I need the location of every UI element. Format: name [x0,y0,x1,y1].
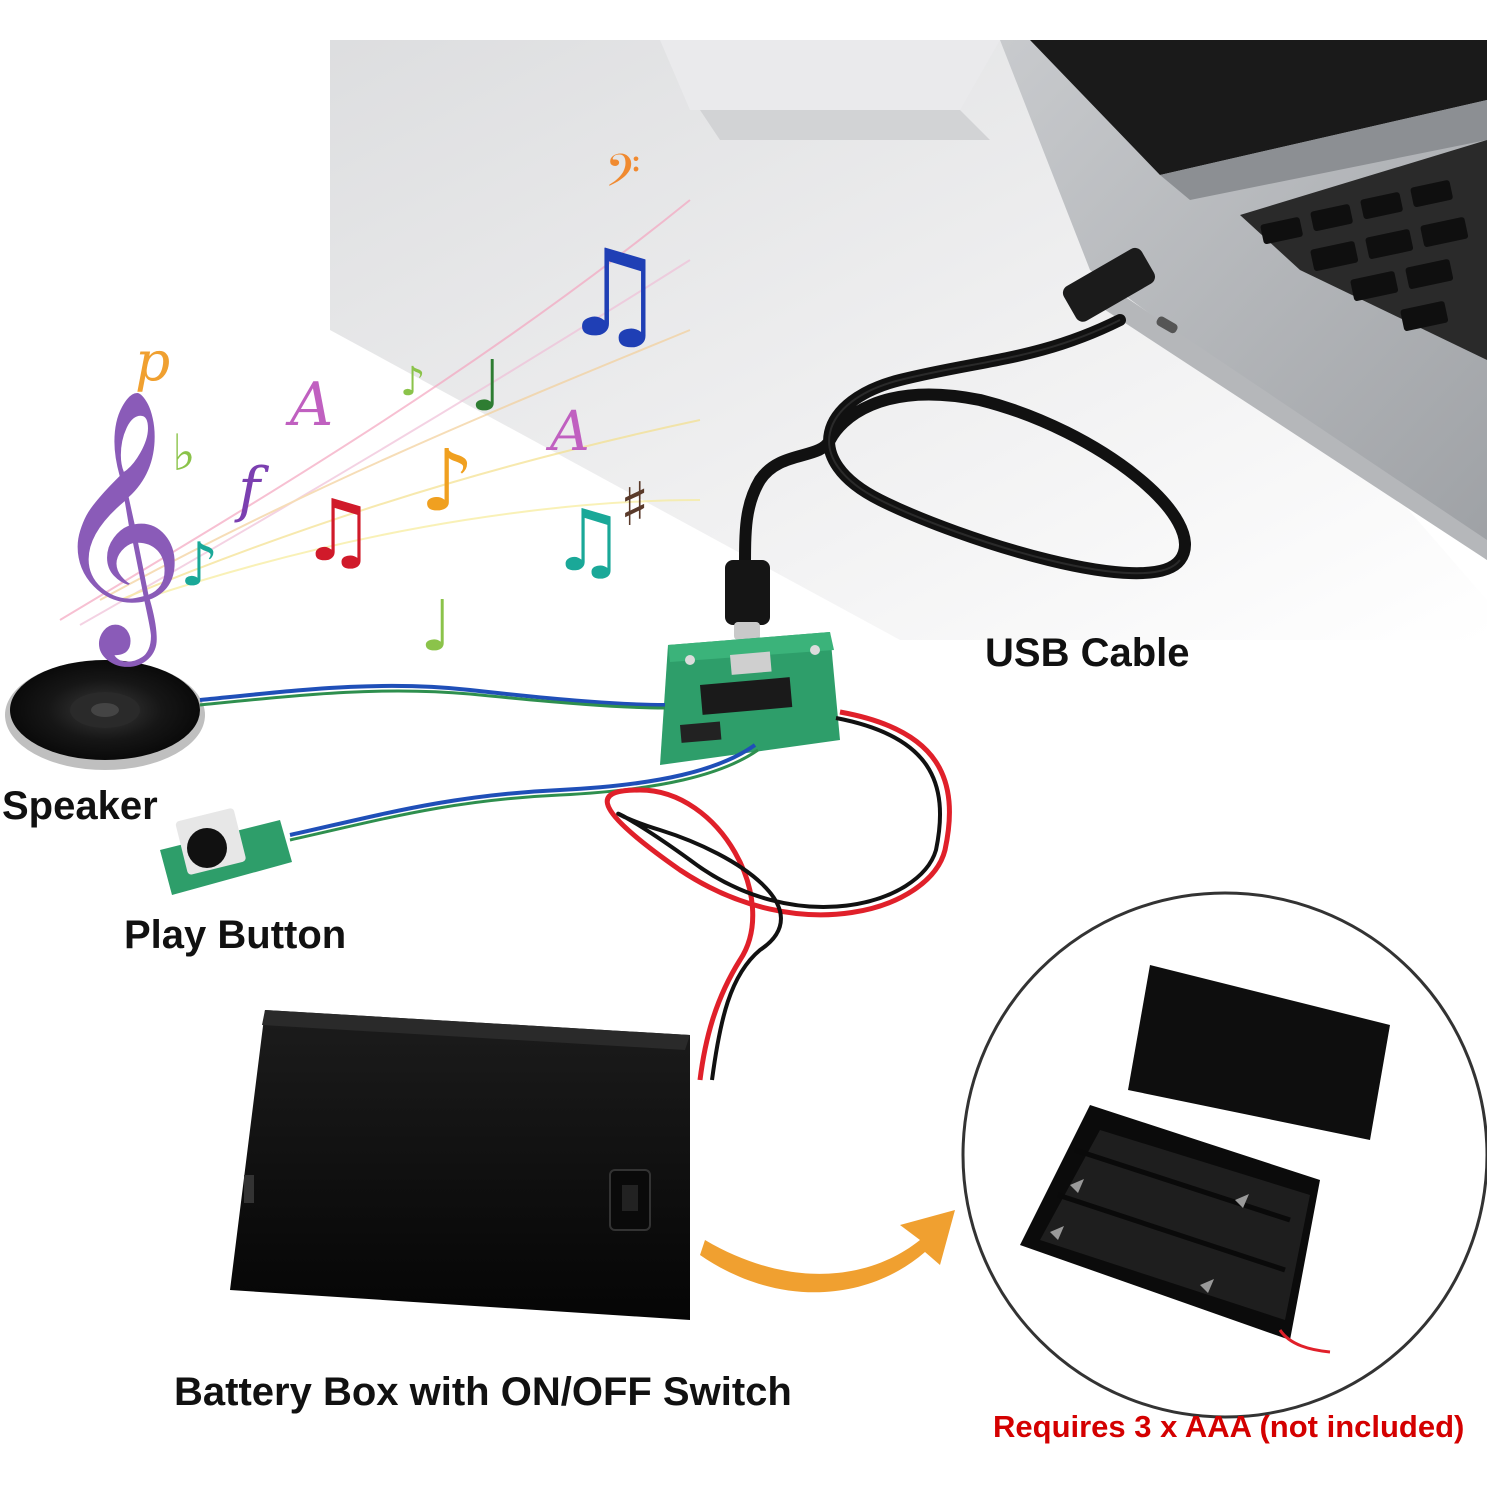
music-note-icon: ♫ [550,492,626,591]
battery-box [230,1010,690,1320]
laptop [1000,40,1487,560]
music-note-icon: ♪ [400,359,426,405]
music-note-icon: ♪ [420,432,474,531]
laptop-keys [1260,180,1469,331]
battery-inset [961,891,1487,1419]
dynamic-a-icon: A [545,399,590,463]
dynamic-a-icon: A [285,370,333,440]
sound-module-pcb [660,632,840,765]
music-notes: 𝄞 ♫ 𝄢 ♩ ♪ ♫ ♫ ♪ ♩ ♪ ♯ ♭ f p A A [50,144,668,667]
dynamic-p-icon: p [135,329,170,393]
music-note-icon: 𝄢 [605,144,640,208]
flat-icon: ♭ [172,424,196,482]
usb-cable-label: USB Cable [985,631,1190,675]
sharp-icon: ♯ [620,470,649,540]
treble-clef-icon: 𝄞 [50,388,186,667]
music-note-icon: ♫ [300,482,376,581]
play-button-label: Play Button [124,913,347,957]
battery-box-label: Battery Box with ON/OFF Switch [174,1370,792,1414]
speaker [5,660,205,770]
arrow-icon [700,1210,955,1293]
power-wires [604,709,952,1081]
music-staff [59,199,701,626]
music-note-icon: ♫ [560,225,668,364]
music-note-icon: ♪ [180,530,218,600]
speaker-label: Speaker [2,784,158,828]
requirement-note: Requires 3 x AAA (not included) [993,1409,1465,1444]
music-note-icon: ♩ [420,585,453,667]
speaker-wire [199,683,666,707]
music-note-icon: ♩ [470,345,503,427]
play-button-wire [289,743,757,837]
usb-cable [725,247,1191,640]
play-button-board [160,808,292,895]
